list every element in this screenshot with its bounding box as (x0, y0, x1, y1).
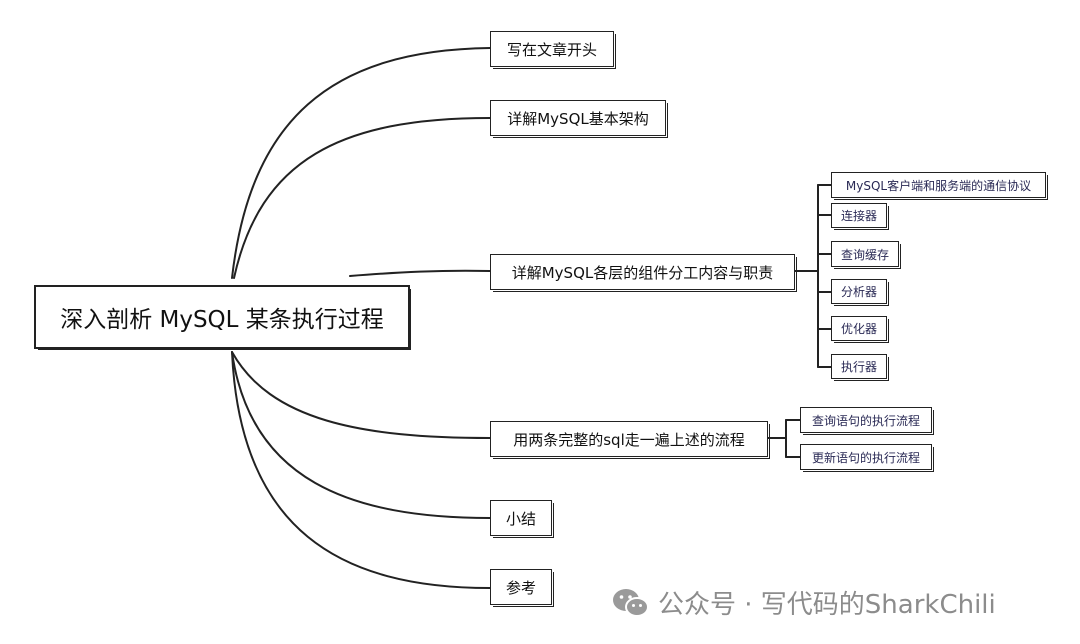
branch-node-label: 小结 (505, 509, 536, 528)
leaf-node-protocol[interactable]: MySQL客户端和服务端的通信协议 (831, 172, 1048, 200)
connector-branch-1 (231, 47, 491, 279)
leaf-node-connector[interactable]: 连接器 (831, 203, 889, 230)
leaf-node-label: 分析器 (840, 285, 877, 299)
wechat-icon (613, 588, 649, 617)
branch-node-label: 详解MySQL基本架构 (507, 109, 649, 128)
branch-node-references[interactable]: 参考 (490, 569, 554, 607)
branch-node-architecture[interactable]: 详解MySQL基本架构 (490, 100, 668, 138)
branch-node-label: 详解MySQL各层的组件分工内容与职责 (511, 263, 774, 282)
root-node-label: 深入剖析 MySQL 某条执行过程 (60, 307, 384, 333)
leaf-node-label: 查询缓存 (840, 247, 889, 262)
branch-node-components[interactable]: 详解MySQL各层的组件分工内容与职责 (490, 254, 797, 292)
leaf-node-label: 更新语句的执行流程 (811, 450, 920, 465)
branch-node-sql-walkthrough[interactable]: 用两条完整的sql走一遍上述的流程 (490, 421, 770, 459)
watermark: 公众号 · 写代码的SharkChili (612, 584, 996, 621)
leaf-node-label: 执行器 (840, 360, 877, 374)
leaf-node-query-cache[interactable]: 查询缓存 (831, 241, 901, 269)
branch-node-label: 用两条完整的sql走一遍上述的流程 (513, 430, 745, 449)
branch-node-label: 参考 (505, 578, 536, 597)
leaf-node-query-flow[interactable]: 查询语句的执行流程 (800, 407, 934, 435)
branch-node-label: 写在文章开头 (506, 40, 597, 59)
connector-branch-6 (231, 351, 491, 589)
root-node[interactable]: 深入剖析 MySQL 某条执行过程 (34, 285, 411, 350)
leaf-node-label: 查询语句的执行流程 (811, 413, 920, 428)
branch-node-intro[interactable]: 写在文章开头 (490, 31, 616, 69)
connector-branch-5 (231, 351, 491, 519)
watermark-text: 公众号 · 写代码的SharkChili (658, 590, 996, 620)
leaf-node-parser[interactable]: 分析器 (831, 279, 889, 306)
leaf-node-update-flow[interactable]: 更新语句的执行流程 (800, 444, 934, 472)
connector-branch-4 (231, 351, 491, 439)
leaf-node-label: 连接器 (840, 209, 877, 223)
connector-branch-2 (233, 117, 491, 279)
leaf-node-label: MySQL客户端和服务端的通信协议 (845, 178, 1032, 193)
branch-node-summary[interactable]: 小结 (490, 500, 554, 538)
connector-branch-3 (349, 269, 491, 277)
leaf-node-optimizer[interactable]: 优化器 (831, 316, 889, 343)
leaf-node-label: 优化器 (840, 322, 877, 336)
leaf-node-executor[interactable]: 执行器 (831, 354, 889, 381)
